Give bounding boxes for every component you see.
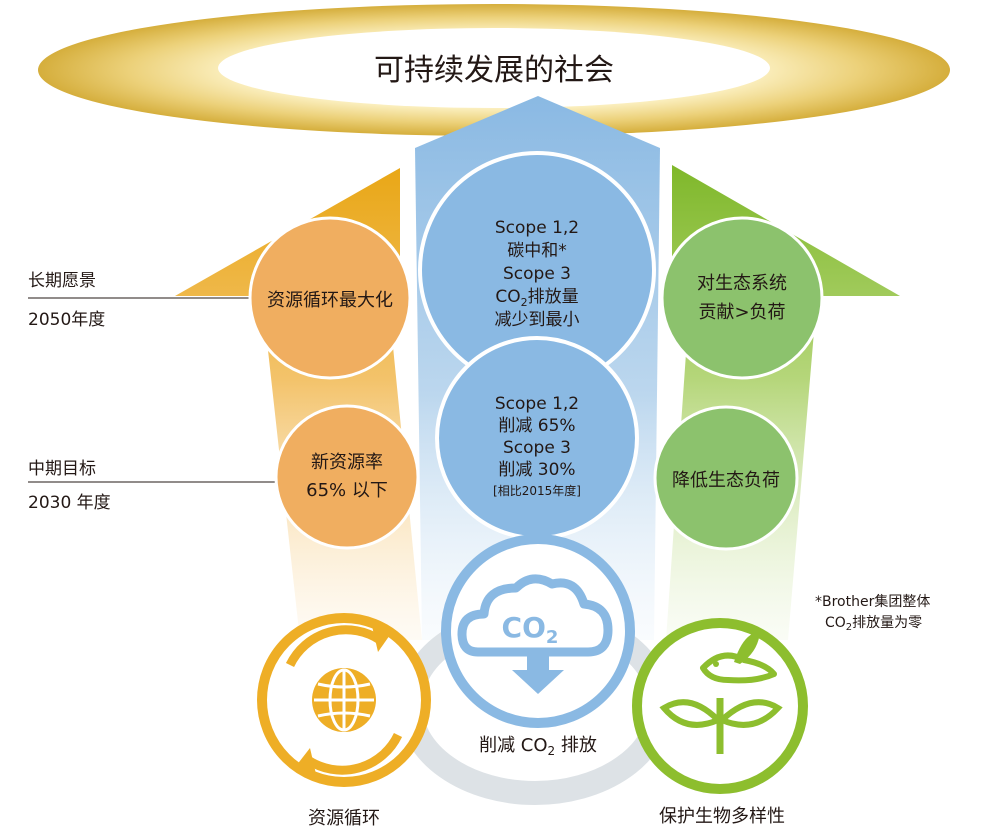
co2-goal-2050-emission: 排放量 — [528, 287, 579, 307]
society-ring: 可持续发展的社会 — [38, 4, 950, 136]
timeline-long-term: 长期愿景 2050年度 — [28, 271, 250, 330]
footnote-line2: CO2排放量为零 — [825, 615, 922, 633]
resource-name: 资源循环 — [308, 808, 380, 829]
footnote-sub2: 2 — [846, 622, 852, 633]
footnote-co: CO — [825, 615, 846, 631]
co2-goal-2050-line3: Scope 3 — [503, 264, 571, 284]
footnote-line1: *Brother集团整体 — [815, 593, 930, 610]
co2-name-sub2: 2 — [548, 744, 556, 758]
co2-icon-co: CO — [502, 611, 546, 644]
biodiversity-badge: 保护生物多样性 — [632, 618, 808, 827]
mid-term-year: 2030 年度 — [28, 493, 111, 513]
co2-goal-2050-line5: 减少到最小 — [495, 310, 580, 330]
footnote: *Brother集团整体 CO2排放量为零 — [815, 593, 930, 633]
biodiversity-goal-2030-text: 降低生态负荷 — [672, 470, 780, 491]
co2-goal-2030-line3: Scope 3 — [503, 438, 571, 458]
mid-term-label: 中期目标 — [28, 459, 96, 479]
globe-recycle-icon — [285, 625, 403, 775]
resource-goal-2030: 新资源率 65% 以下 — [274, 404, 420, 550]
co2-goal-2050-line1: Scope 1,2 — [495, 218, 579, 238]
biodiversity-goal-2050-line1: 对生态系统 — [697, 273, 787, 294]
co2-goal-2030: Scope 1,2 削减 65% Scope 3 削减 30% [相比2015年… — [435, 336, 639, 540]
co2-name: 削减 CO2 排放 — [479, 735, 597, 758]
co2-goal-2050-line2: 碳中和* — [507, 241, 567, 261]
co2-goal-2050-line4: CO2排放量 — [495, 287, 578, 309]
co2-goal-2030-line1: Scope 1,2 — [495, 394, 579, 414]
svg-text:CO2: CO2 — [502, 611, 559, 648]
co2-goal-2050-co: CO — [495, 287, 520, 307]
co2-goal-2030-line5: [相比2015年度] — [493, 483, 581, 498]
resource-badge: 资源循环 — [257, 613, 431, 829]
resource-goal-2030-line2: 65% 以下 — [306, 480, 388, 501]
co2-goal-2030-line4: 削减 30% — [498, 460, 575, 480]
long-term-label: 长期愿景 — [28, 271, 96, 291]
resource-goal-2050-text: 资源循环最大化 — [267, 290, 393, 311]
timeline-mid-term: 中期目标 2030 年度 — [28, 459, 277, 513]
co2-icon-sub2: 2 — [546, 627, 559, 648]
co2-goal-2030-line2: 削减 65% — [498, 416, 575, 436]
biodiversity-name: 保护生物多样性 — [659, 806, 785, 827]
co2-cloud-icon: CO2 — [457, 574, 613, 694]
bird-sprout-icon — [659, 632, 783, 754]
footnote-emission: 排放量为零 — [852, 615, 922, 631]
co2-name-prefix: 削减 CO — [479, 735, 547, 756]
co2-goal-2050-sub2: 2 — [521, 296, 528, 309]
resource-goal-2050: 资源循环最大化 — [248, 216, 412, 380]
page-title: 可持续发展的社会 — [374, 53, 614, 88]
co2-badge: CO2 削减 CO2 排放 — [441, 534, 635, 758]
biodiversity-goal-2050: 对生态系统 贡献>负荷 — [660, 216, 824, 380]
long-term-year: 2050年度 — [28, 310, 105, 330]
biodiversity-goal-2050-line2: 贡献>负荷 — [698, 302, 785, 323]
co2-name-suffix: 排放 — [555, 735, 597, 756]
resource-goal-2030-line1: 新资源率 — [311, 452, 383, 473]
biodiversity-goal-2030: 降低生态负荷 — [653, 405, 799, 551]
